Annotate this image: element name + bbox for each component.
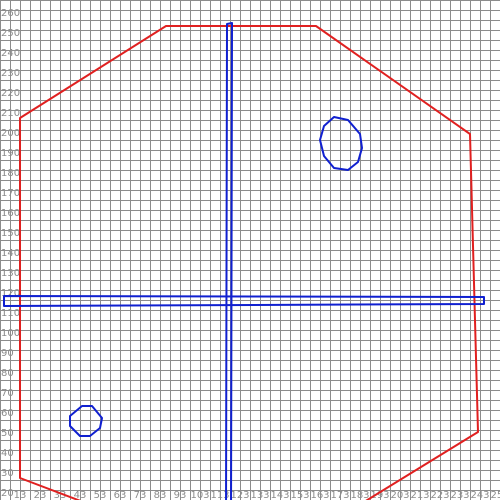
y-tick-label: 80 (1, 368, 14, 379)
y-tick-label: 90 (1, 348, 14, 359)
y-tick-label: 20 (1, 488, 14, 499)
x-tick-label: 133 (250, 490, 269, 500)
y-tick-label: 190 (1, 148, 20, 159)
x-tick-label: 13 (14, 490, 27, 500)
x-tick-label: 203 (390, 490, 409, 500)
y-tick-label: 240 (1, 48, 20, 59)
y-tick-label: 170 (1, 188, 20, 199)
x-tick-label: 173 (330, 490, 349, 500)
y-tick-label: 40 (1, 448, 14, 459)
x-tick-label: 43 (74, 490, 87, 500)
y-tick-label: 220 (1, 88, 20, 99)
y-tick-label: 100 (1, 328, 20, 339)
x-tick-label: 213 (410, 490, 429, 500)
x-tick-label: 33 (54, 490, 67, 500)
x-tick-label: 93 (174, 490, 187, 500)
y-tick-label: 250 (1, 28, 20, 39)
x-tick-label: 63 (114, 490, 127, 500)
lower-circle (69, 405, 103, 437)
y-tick-label: 200 (1, 128, 20, 139)
y-tick-label: 120 (1, 288, 20, 299)
x-tick-label: 223 (430, 490, 449, 500)
y-tick-label: 230 (1, 68, 20, 79)
x-tick-label: 183 (350, 490, 369, 500)
x-tick-label: 153 (290, 490, 309, 500)
y-tick-label: 180 (1, 168, 20, 179)
x-tick-label: 73 (134, 490, 147, 500)
y-tick-label: 140 (1, 248, 20, 259)
x-tick-label: 123 (230, 490, 249, 500)
y-tick-label: 30 (1, 468, 14, 479)
y-tick-label: 110 (1, 308, 20, 319)
x-tick-label: 83 (154, 490, 167, 500)
x-tick-label: 193 (370, 490, 389, 500)
vertical-bar (225, 22, 233, 500)
y-tick-label: 60 (1, 408, 14, 419)
upper-circle (319, 116, 363, 171)
x-tick-label: 103 (190, 490, 209, 500)
y-tick-label: 150 (1, 228, 20, 239)
y-tick-label: 260 (1, 8, 20, 19)
x-tick-label: 253 (490, 490, 500, 500)
y-tick-label: 160 (1, 208, 20, 219)
y-tick-label: 210 (1, 108, 20, 119)
x-tick-label: 143 (270, 490, 289, 500)
outer-octagon (19, 25, 479, 500)
horizontal-bar (3, 295, 485, 307)
y-tick-label: 130 (1, 268, 20, 279)
x-tick-label: 53 (94, 490, 107, 500)
y-tick-label: 70 (1, 388, 14, 399)
x-tick-label: 113 (210, 490, 229, 500)
x-tick-label: 163 (310, 490, 329, 500)
x-tick-label: 243 (470, 490, 489, 500)
shapes (3, 22, 485, 500)
x-tick-label: 23 (34, 490, 47, 500)
x-tick-label: 233 (450, 490, 469, 500)
y-tick-label: 50 (1, 428, 14, 439)
